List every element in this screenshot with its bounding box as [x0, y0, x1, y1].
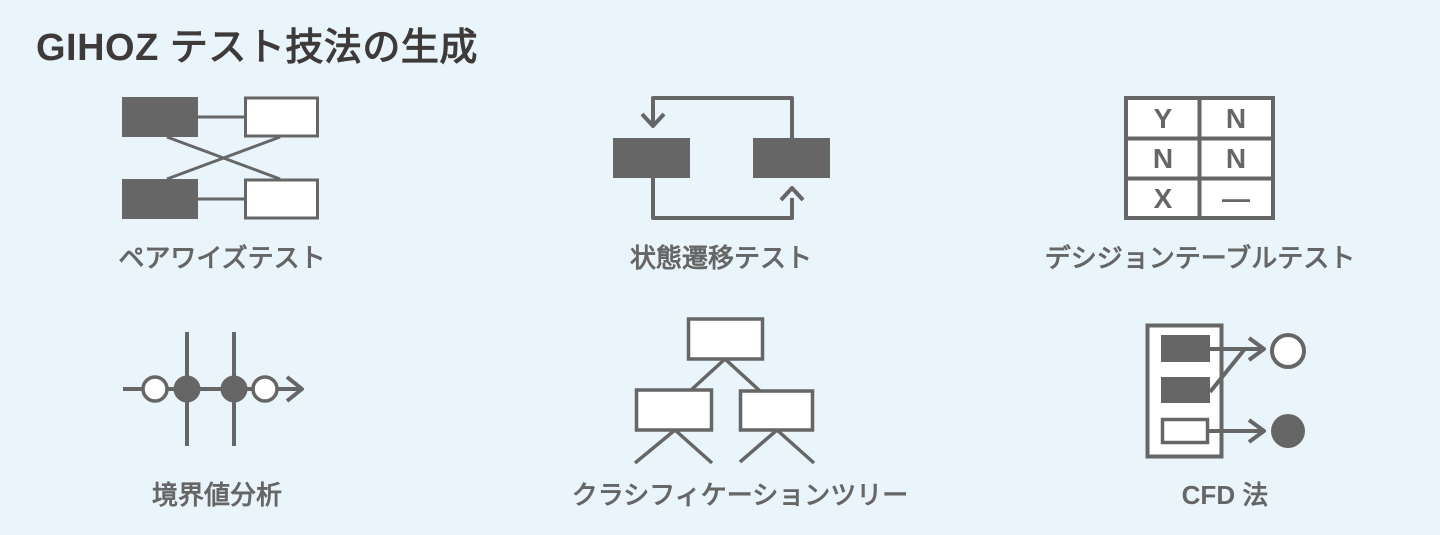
technique-label-cfd: CFD 法: [1181, 480, 1269, 510]
table-cell: Y: [1154, 103, 1173, 134]
technique-label-decision-table: デシジョンテーブルテスト: [1044, 243, 1356, 273]
technique-label-pairwise: ペアワイズテスト: [118, 243, 326, 273]
table-cell: N: [1153, 143, 1173, 174]
decision-table-icon: Y N N N X —: [1124, 96, 1275, 220]
table-cell: —: [1222, 183, 1250, 214]
table-cell: X: [1154, 183, 1173, 214]
technique-label-state-transition: 状態遷移テスト: [629, 243, 812, 273]
table-cell: N: [1226, 103, 1246, 134]
boundary-value-icon: [123, 332, 304, 446]
pairwise-diagram-icon: [122, 96, 319, 220]
technique-label-boundary-value: 境界値分析: [151, 480, 282, 510]
classification-tree-icon: [633, 317, 816, 465]
page-title: GIHOZ テスト技法の生成: [36, 27, 478, 69]
technique-label-classification-tree: クラシフィケーションツリー: [571, 480, 909, 510]
table-cell: N: [1226, 143, 1246, 174]
cfd-diagram-icon: [1145, 323, 1306, 459]
state-transition-diagram-icon: [613, 96, 830, 220]
